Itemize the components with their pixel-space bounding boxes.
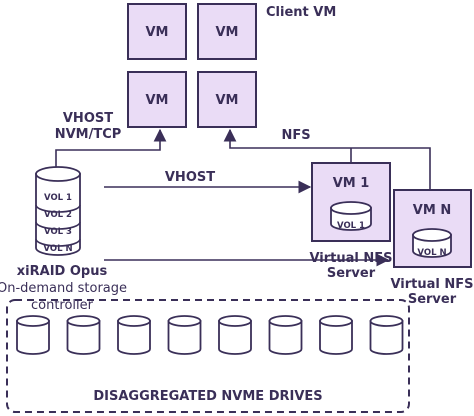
drive-top xyxy=(369,315,404,327)
stack-divider-1 xyxy=(35,204,81,213)
client-vm-label-2: VM xyxy=(216,25,239,40)
drive-6 xyxy=(268,315,303,355)
client-vm-box-2 xyxy=(197,3,257,60)
nfs-server-vm1-caption-line1: Virtual NFS xyxy=(309,251,392,266)
volume-label-1: VOL 1 xyxy=(44,193,72,203)
client-vm-label-4: VM xyxy=(216,93,239,108)
drive-body xyxy=(369,320,404,355)
nfs-server-vmn-volume: VOL N xyxy=(417,248,446,258)
volume-label-2: VOL 2 xyxy=(44,210,72,220)
vhost-nvmtcp-label-line1: VHOST xyxy=(63,111,113,126)
nfs-server-vm1-caption-line2: Server xyxy=(327,266,376,281)
xiraid-subtitle-line2: controller xyxy=(31,298,94,313)
drive-body xyxy=(319,320,353,355)
client-vm-box-1 xyxy=(127,3,187,60)
nfs-server-vmn-caption-line1: Virtual NFS xyxy=(390,277,473,292)
drive-8 xyxy=(369,315,404,355)
drive-7 xyxy=(319,315,353,355)
drive-top xyxy=(319,315,353,327)
drive-body xyxy=(167,320,202,355)
nfs-server-vmn: VM N VOL N xyxy=(393,189,472,268)
xiraid-subtitle-line1: On-demand storage xyxy=(0,281,127,296)
drive-body xyxy=(117,320,151,355)
drive-body xyxy=(66,320,101,355)
drives-label: DISAGGREGATED NVME DRIVES xyxy=(93,389,322,404)
drives-container xyxy=(6,299,410,413)
xiraid-title: xiRAID Opus xyxy=(17,264,108,279)
drive-top xyxy=(218,315,252,327)
xiraid-storage-stack: VOL 1 VOL 2 VOL 3 VOL N xyxy=(35,166,81,256)
drive-top xyxy=(268,315,303,327)
vhost-nvmtcp-arrow xyxy=(55,128,167,167)
nfs-server-vm1: VM 1 VOL 1 xyxy=(311,162,391,242)
nfs-server-vmn-disk-top xyxy=(412,228,452,242)
drive-1 xyxy=(16,315,50,355)
stack-body xyxy=(35,173,81,256)
vhost-nvmtcp-label-line2: NVM/TCP xyxy=(55,127,122,142)
nfs-server-vmn-caption-line2: Server xyxy=(408,292,457,307)
drive-5 xyxy=(218,315,252,355)
nfs-server-vm1-title: VM 1 xyxy=(333,176,370,191)
stack-divider-3 xyxy=(35,238,81,247)
nfs-arrow-vmn xyxy=(223,128,431,190)
drive-row xyxy=(16,315,404,355)
volume-label-4: VOL N xyxy=(43,244,72,254)
client-vm-box-3 xyxy=(127,71,187,128)
drive-top xyxy=(66,315,101,327)
drive-body xyxy=(218,320,252,355)
client-vm-label-1: VM xyxy=(146,25,169,40)
drive-top xyxy=(117,315,151,327)
client-vm-group: VM VM VM VM xyxy=(127,3,257,128)
client-vm-label-3: VM xyxy=(146,93,169,108)
drive-top xyxy=(16,315,50,327)
stack-divider-2 xyxy=(35,221,81,230)
drive-2 xyxy=(66,315,101,355)
nfs-server-vm1-disk-top xyxy=(330,201,372,215)
client-vm-title: Client VM xyxy=(266,5,336,20)
nfs-server-vmn-title: VM N xyxy=(413,203,451,218)
client-vm-box-4 xyxy=(197,71,257,128)
stack-top xyxy=(35,166,81,182)
volume-label-3: VOL 3 xyxy=(44,227,72,237)
vhost-label: VHOST xyxy=(165,170,215,185)
drive-3 xyxy=(117,315,151,355)
nfs-label: NFS xyxy=(281,128,310,143)
drive-body xyxy=(16,320,50,355)
drive-top xyxy=(167,315,202,327)
nfs-server-vm1-volume: VOL 1 xyxy=(337,221,365,231)
drive-4 xyxy=(167,315,202,355)
drive-body xyxy=(268,320,303,355)
